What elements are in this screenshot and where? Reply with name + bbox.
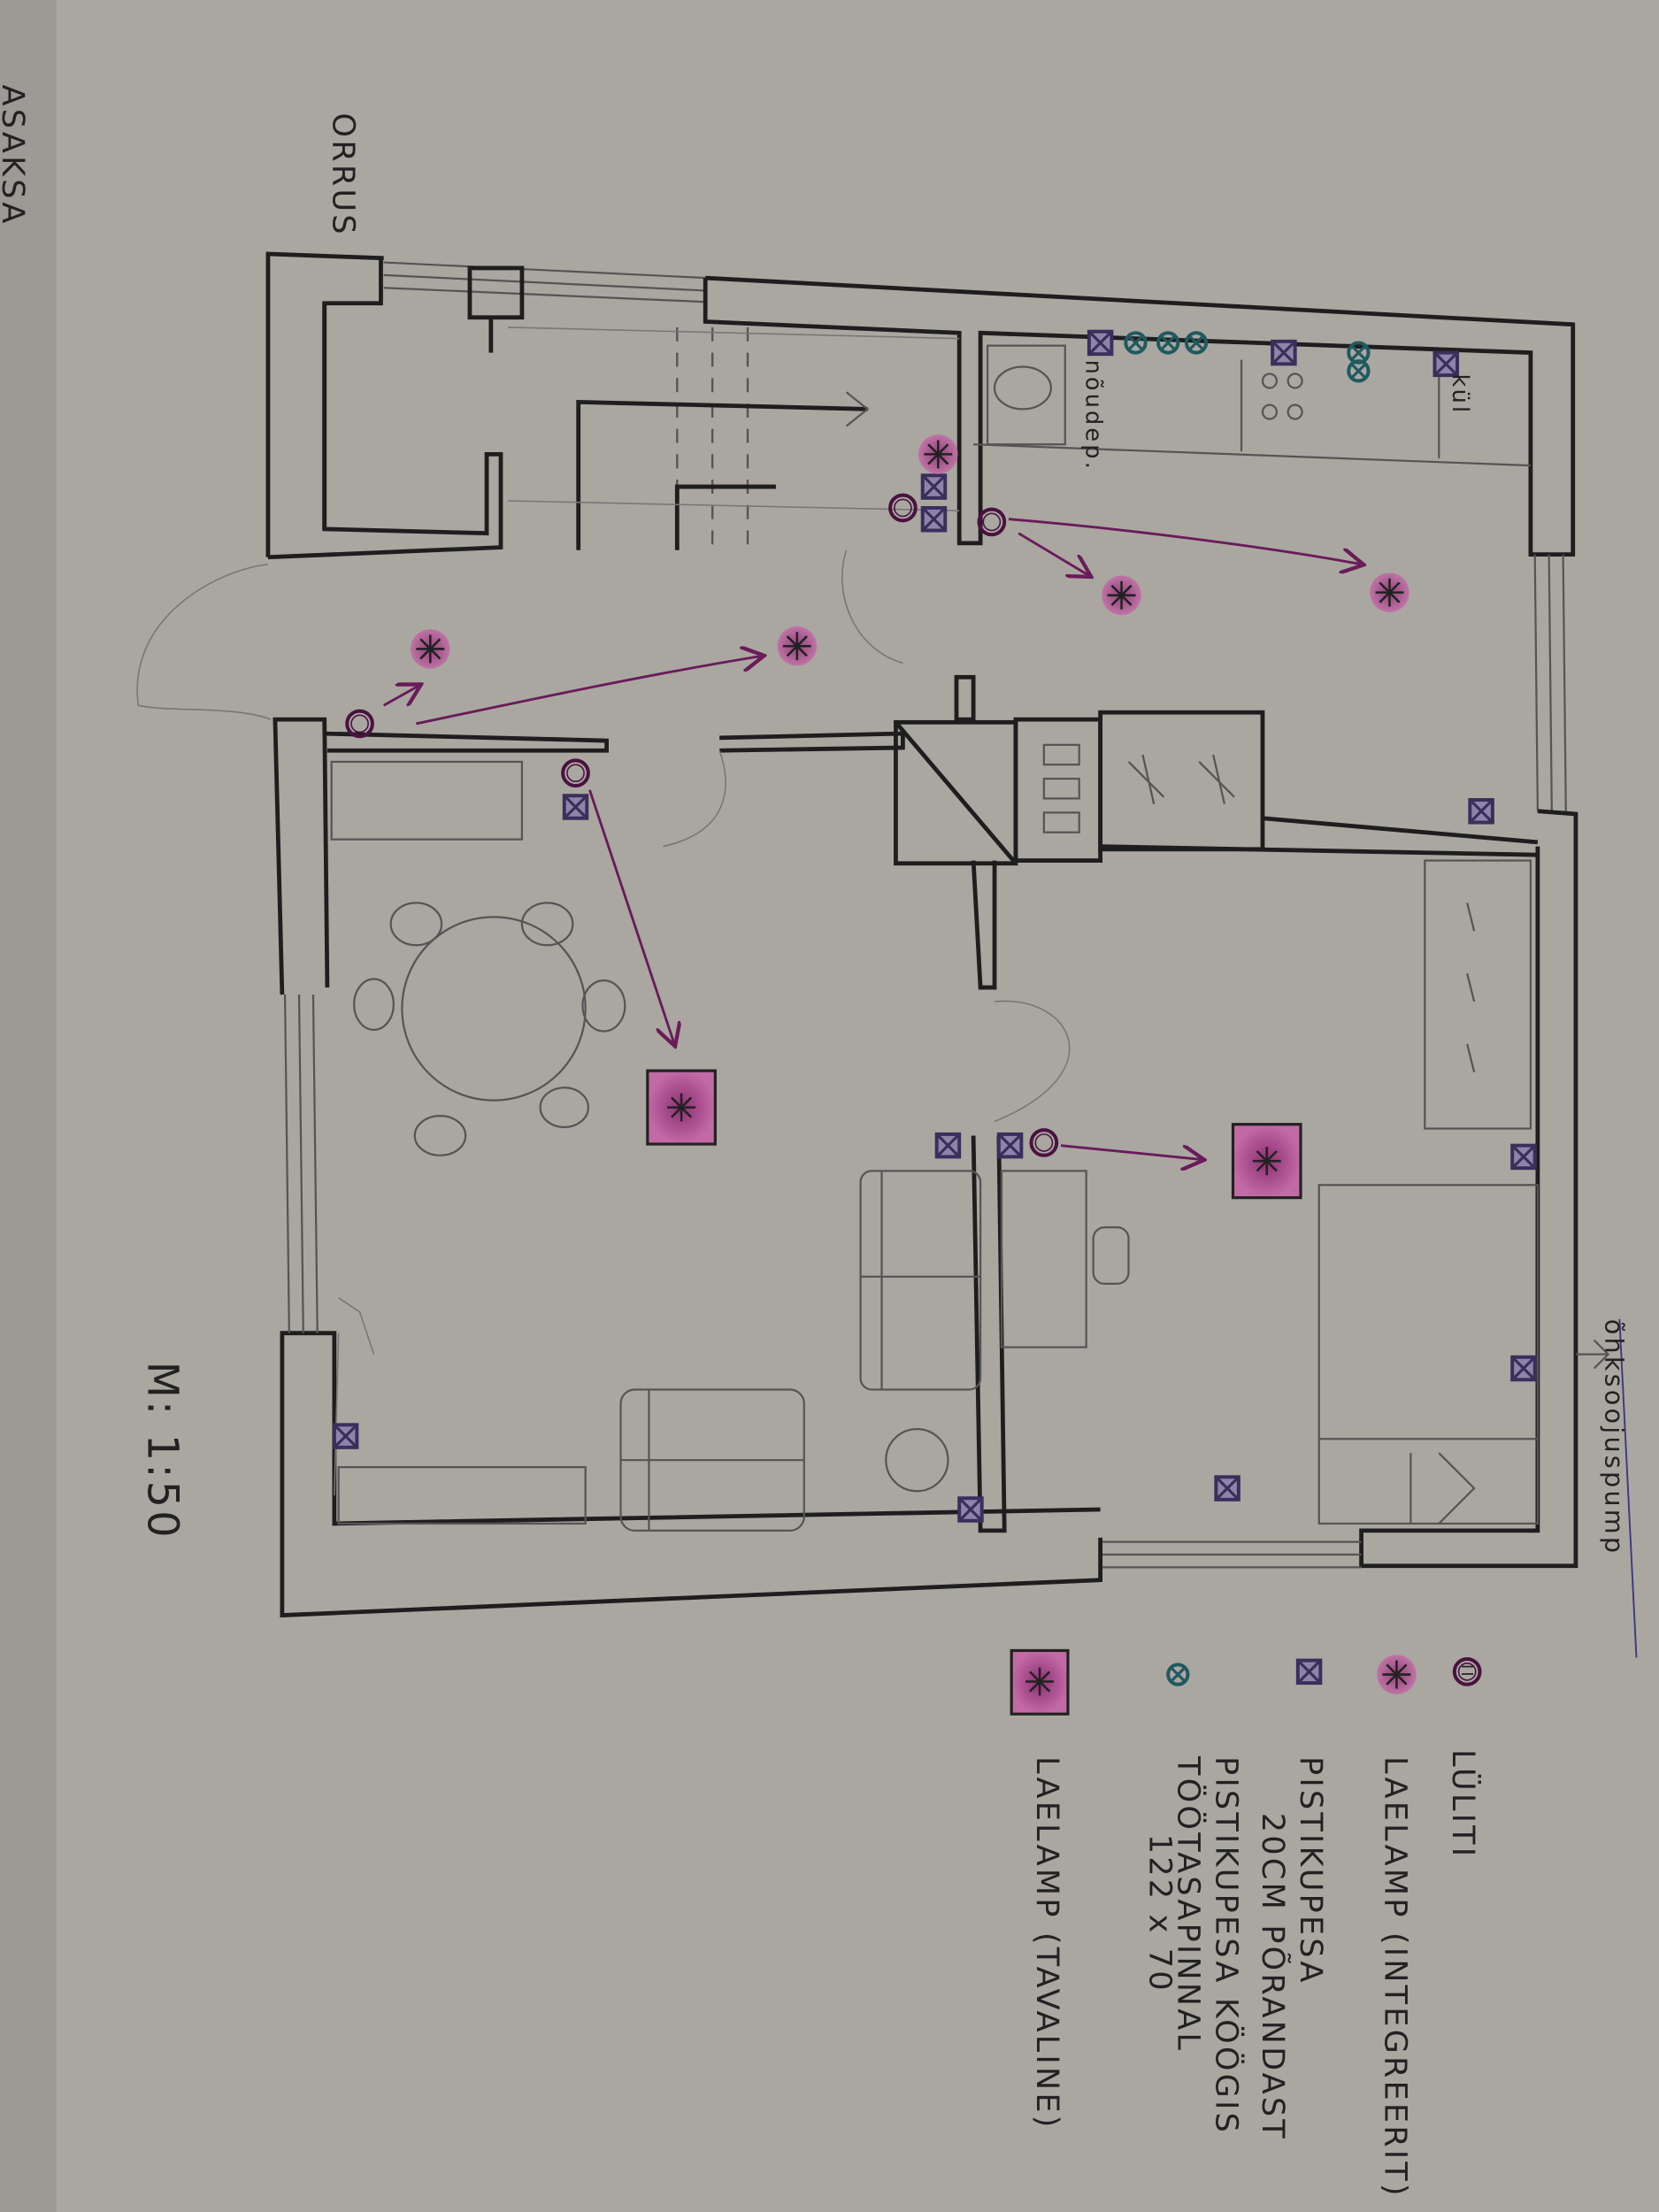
ceiling-lamp-icon (1231, 1123, 1302, 1200)
legend-item-kitchen-outlet: PISTIKUPESA KÖÖGIS TÖÖTASAPINNAL (1166, 1663, 1245, 2135)
integrated-ceiling-lamp-icon (1375, 1653, 1418, 1696)
outlet-icon (1214, 1475, 1240, 1502)
toilet-area (986, 344, 1066, 446)
integrated-ceiling-lamp-icon (776, 625, 818, 667)
scale-label: M: 1:50 (137, 1362, 186, 1540)
outlet-icon (1271, 339, 1297, 366)
integrated-ceiling-lamp-icon (917, 433, 959, 475)
legend-label: LÜLITI (1445, 1749, 1482, 1859)
corner-note-2: ORRUS (325, 113, 361, 237)
outlet-icon (934, 1132, 962, 1159)
outlet-icon (1510, 1355, 1537, 1382)
paper-size-note: 122 x 70 (1141, 1834, 1178, 1993)
paper-shadow (0, 0, 57, 2212)
legend: II LÜLITI LAELAMP (INTEGREERIT) PISTIKUP… (1010, 1648, 1482, 2199)
outlet-icon (562, 794, 589, 820)
heat-pump-marker (1575, 1318, 1638, 1658)
switch-symbol-text: II (1457, 1664, 1475, 1679)
legend-sublabel: 20CM PÕRANDAST (1255, 1813, 1292, 2141)
legend-item-integrated-lamp: LAELAMP (INTEGREERIT) (1375, 1653, 1418, 2199)
legend-item-ceiling-lamp: LAELAMP (TAVALINE) (1010, 1648, 1070, 2131)
outlet-icon (1087, 329, 1114, 357)
legend-label: PISTIKUPESA KÖÖGIS (1208, 1756, 1245, 2135)
outlet-icon (920, 505, 948, 533)
dining-table (401, 916, 587, 1102)
integrated-ceiling-lamp-icon (409, 627, 451, 671)
outlet-icon (1432, 350, 1459, 378)
integrated-ceiling-lamp-icon (1100, 574, 1143, 617)
legend-item-outlet: PISTIKUPESA 20CM PÕRANDAST (1255, 1658, 1329, 2141)
outlet-icon (957, 1496, 984, 1523)
outlet-icon (332, 1423, 359, 1449)
switch-connections (382, 518, 1362, 1160)
legend-sublabel: TÖÖTASAPINNAL (1170, 1755, 1207, 2053)
exterior-walls (265, 251, 1578, 1618)
dishwasher-label: nõudep. (1080, 360, 1107, 472)
wardrobe (1424, 859, 1532, 1130)
corner-note-1: ASAKSA (0, 85, 31, 227)
outlet-icon (920, 473, 948, 500)
outlet-icon (1295, 1658, 1323, 1686)
legend-label: LAELAMP (INTEGREERIT) (1378, 1756, 1414, 2199)
fridge-label: kül (1447, 374, 1473, 416)
outlet-icon (996, 1132, 1024, 1159)
outlet-icon (1468, 798, 1494, 825)
interior-walls (324, 265, 1539, 1533)
desk (1000, 1170, 1087, 1348)
legend-label: PISTIKUPESA (1293, 1756, 1329, 1985)
integrated-ceiling-lamp-icon (1368, 572, 1411, 614)
ceiling-lamp-icon (646, 1069, 717, 1146)
outlet-icon (1510, 1143, 1537, 1171)
door-swings (136, 549, 1071, 1123)
staircase (507, 326, 960, 550)
bed (1317, 1184, 1539, 1525)
legend-item-switch: II LÜLITI (1445, 1657, 1482, 1859)
armchair-sofa (859, 1170, 982, 1391)
furniture (330, 344, 1539, 1532)
heat-pump-label: õhksoojuspump (1599, 1319, 1629, 1556)
legend-label: LAELAMP (TAVALINE) (1029, 1756, 1065, 2131)
